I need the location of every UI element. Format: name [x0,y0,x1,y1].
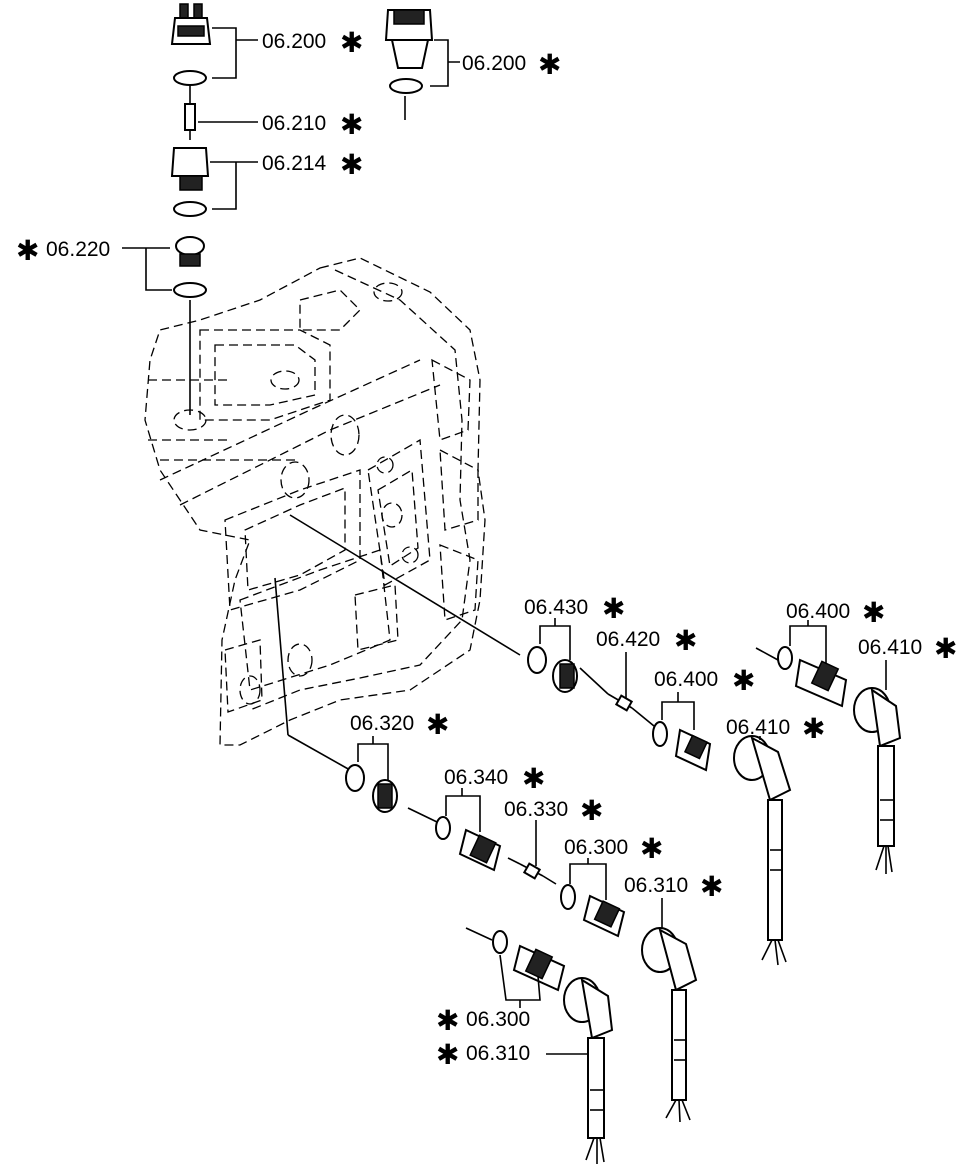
callout-06-220-star: ✱ [16,234,39,267]
callout-06-340: 06.340 [444,766,508,789]
callout-06-410-mid-star: ✱ [802,712,825,745]
callout-06-340-star: ✱ [522,762,545,795]
callout-06-310-low: 06.310 [466,1042,530,1065]
sensor-06-200-right [384,9,434,120]
adapter-06-214 [170,147,210,217]
callout-06-400-mid-star: ✱ [732,664,755,697]
callout-06-420: 06.420 [596,628,660,651]
callout-06-210: 06.210 [262,112,326,135]
connector-06-410-top [853,687,902,874]
callout-06-400-top-star: ✱ [862,596,885,629]
callout-06-320: 06.320 [350,712,414,735]
callout-06-310-mid: 06.310 [624,874,688,897]
callout-06-300-low: 06.300 [466,1008,530,1031]
ring-06-320 [345,764,398,813]
sensor-06-400-mid [652,721,712,772]
callout-06-410-top-star: ✱ [934,632,957,665]
callout-06-200-right-star: ✱ [538,48,561,81]
callout-06-430: 06.430 [524,596,588,619]
callout-06-214-star: ✱ [340,148,363,181]
callout-06-214: 06.214 [262,152,327,175]
callout-06-200-left: 06.200 [262,30,326,53]
callout-06-400-top: 06.400 [786,600,850,623]
sensor-06-200-left [170,3,212,86]
callout-06-330: 06.330 [504,798,568,821]
sensor-06-300-low [492,930,566,992]
transmission-housing [144,257,486,746]
callout-06-430-star: ✱ [602,592,625,625]
pin-06-210 [184,86,196,140]
connector-06-310-low [563,977,614,1164]
callout-06-310-mid-star: ✱ [700,870,723,903]
callout-06-320-star: ✱ [426,708,449,741]
connector-06-410-mid [733,735,792,966]
callouts: 06.200 ✱ 06.200 ✱ 06.210 ✱ 06.214 ✱ ✱ 06… [16,26,957,1071]
adapter-06-340 [435,816,502,872]
sensor-06-300-mid [560,884,626,938]
callout-06-300-low-star: ✱ [436,1004,459,1037]
callout-06-410-mid: 06.410 [726,716,790,739]
callout-06-200-right: 06.200 [462,52,526,75]
leader-lines [122,27,887,1055]
callout-06-200-left-star: ✱ [340,26,363,59]
callout-06-410-top: 06.410 [858,636,922,659]
callout-06-300-mid-star: ✱ [640,832,663,865]
callout-06-400-mid: 06.400 [654,668,718,691]
callout-06-220: 06.220 [46,238,110,261]
sensor-06-400-top [777,646,848,708]
callout-06-210-star: ✱ [340,108,363,141]
plug-06-220 [173,236,207,298]
assembly-lines [189,300,779,941]
pin-06-420 [607,693,634,712]
callout-06-300-mid: 06.300 [564,836,628,859]
pin-06-330 [519,862,544,880]
connector-06-310-mid [641,927,698,1123]
ring-06-430 [527,646,578,693]
callout-06-310-low-star: ✱ [436,1038,459,1071]
callout-06-420-star: ✱ [674,624,697,657]
callout-06-330-star: ✱ [580,794,603,827]
